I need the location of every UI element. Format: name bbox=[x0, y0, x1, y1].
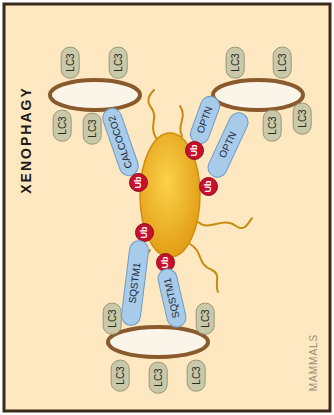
node-text: LC3 bbox=[57, 116, 67, 134]
node-text: LC3 bbox=[297, 109, 307, 127]
node-text: LC3 bbox=[87, 119, 97, 137]
node-text: LC3 bbox=[107, 309, 117, 327]
node-text: LC3 bbox=[113, 53, 123, 71]
lc3-protein: LC3 bbox=[102, 302, 121, 334]
diagram-title: XENOPHAGY bbox=[18, 86, 34, 193]
lc3-protein: LC3 bbox=[292, 102, 311, 134]
node-text: Ub bbox=[140, 226, 149, 238]
lc3-protein: LC3 bbox=[110, 359, 129, 391]
node-text: LC3 bbox=[191, 366, 201, 384]
phagophore-membrane bbox=[213, 80, 303, 110]
flagellum bbox=[148, 90, 156, 138]
node-text: Ub bbox=[204, 180, 213, 192]
flagellum bbox=[190, 244, 218, 292]
node-text: Ub bbox=[134, 176, 143, 188]
watermark: MAMMALS bbox=[309, 333, 320, 391]
node-text: LC3 bbox=[65, 53, 75, 71]
lc3-protein: LC3 bbox=[195, 302, 214, 334]
node-text: LC3 bbox=[115, 366, 125, 384]
flagella bbox=[140, 90, 252, 292]
node-text: Ub bbox=[190, 144, 199, 156]
node-text: LC3 bbox=[153, 368, 163, 386]
phagophore-membrane bbox=[108, 327, 208, 357]
lc3-protein: LC3 bbox=[60, 46, 79, 78]
node-text: LC3 bbox=[200, 309, 210, 327]
node-text: LC3 bbox=[277, 53, 287, 71]
flagellum bbox=[198, 218, 252, 228]
ubiquitin-tag: Ub bbox=[199, 177, 218, 196]
phagophore-membrane bbox=[50, 80, 140, 110]
ubiquitin-tag: Ub bbox=[129, 173, 148, 192]
node-text: Ub bbox=[161, 256, 170, 268]
lc3-protein: LC3 bbox=[262, 109, 281, 141]
lc3-protein: LC3 bbox=[225, 46, 244, 78]
lc3-protein: LC3 bbox=[82, 112, 101, 144]
node-text: SQSTM1 bbox=[163, 277, 182, 319]
node-text: LC3 bbox=[267, 116, 277, 134]
node-text: LC3 bbox=[230, 53, 240, 71]
frame bbox=[4, 4, 330, 411]
flagellum bbox=[180, 106, 183, 136]
lc3-protein: LC3 bbox=[52, 109, 71, 141]
phagophores bbox=[50, 80, 303, 357]
node-text: SQSTM1 bbox=[128, 262, 143, 304]
lc3-protein: LC3 bbox=[148, 361, 167, 393]
ubiquitin-tag: Ub bbox=[135, 223, 154, 242]
lc3-protein: LC3 bbox=[108, 46, 127, 78]
lc3-protein: LC3 bbox=[186, 359, 205, 391]
ubiquitin-tag: Ub bbox=[185, 141, 204, 160]
lc3-protein: LC3 bbox=[272, 46, 291, 78]
node-text: OPTN bbox=[196, 105, 215, 135]
